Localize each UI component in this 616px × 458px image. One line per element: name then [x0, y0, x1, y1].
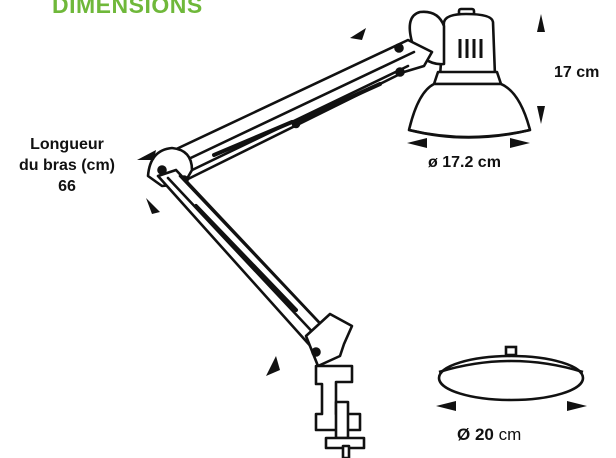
shade-arrow-left: [407, 138, 427, 148]
lamp-shade-neck: [432, 70, 503, 86]
base-diameter-unit: cm: [498, 425, 522, 444]
page-title: DIMENSIONS: [52, 0, 203, 18]
arm-length-line2: du bras (cm): [18, 157, 115, 174]
lower-arm-rod-2: [178, 174, 332, 336]
arm-length-value: 66: [58, 178, 76, 195]
lower-arm-rod-1: [166, 176, 322, 342]
lamp-vents: [458, 39, 483, 58]
clamp-screw: [334, 400, 350, 440]
upper-arm-rod-1: [176, 50, 416, 166]
upper-arm-pivot-2: [395, 67, 405, 77]
shade-arrow-right: [510, 138, 530, 148]
lamp-height-label: 17 cm: [554, 64, 600, 81]
arm-arrow-bottom: [266, 356, 280, 376]
round-base: [437, 345, 585, 402]
upper-arm-rod-2: [186, 64, 410, 174]
upper-arm-pivot-1: [394, 43, 404, 53]
clamp: [304, 312, 366, 458]
base-arrow-right: [567, 401, 587, 411]
lamp-shade-rim: [408, 128, 531, 139]
clamp-screw-handle: [341, 444, 351, 458]
lamp-head: [407, 7, 532, 139]
shade-diameter-label: ø 17.2 cm: [428, 154, 501, 171]
dimension-arrows: [137, 14, 587, 411]
clamp-screw-pad: [324, 436, 366, 450]
clamp-pivot: [311, 347, 321, 357]
upper-arm-spring: [212, 82, 382, 157]
base-arrow-left: [436, 401, 456, 411]
base-knob: [504, 345, 518, 357]
arm-arrow-elbow-top: [137, 150, 156, 160]
height-arrow-top: [537, 14, 545, 32]
lamp-shade: [407, 82, 532, 139]
upper-arm: [168, 38, 434, 182]
lower-arm-spring: [194, 204, 298, 312]
base-diameter-value: Ø 20: [457, 425, 494, 444]
arm-arrow-elbow-bottom: [146, 198, 160, 214]
base-disc: [437, 354, 585, 402]
upper-arm-pivot-3: [291, 119, 301, 129]
height-arrow-bottom: [537, 106, 545, 124]
base-diameter-label: Ø 20 cm: [457, 426, 521, 443]
elbow-pivot-1: [157, 165, 167, 175]
arm-length-line1: Longueur: [30, 136, 104, 153]
base-top-edge: [438, 359, 584, 374]
lower-arm: [156, 168, 334, 352]
arm-length-label: Longueur du bras (cm) 66: [0, 134, 134, 197]
arm-arrow-top: [350, 28, 366, 40]
